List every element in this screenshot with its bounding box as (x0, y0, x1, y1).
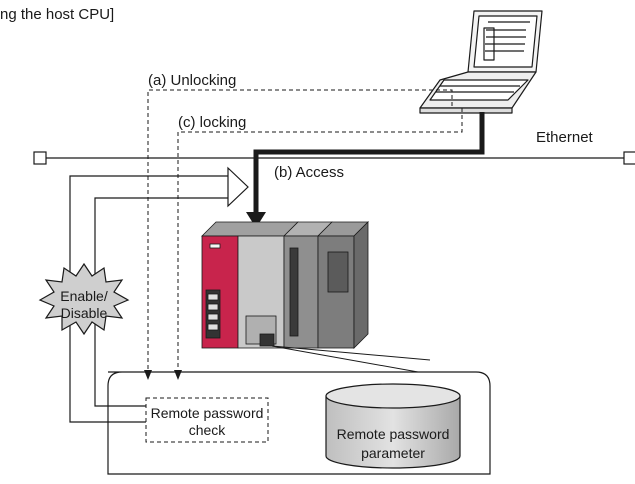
access-arrowhead (246, 212, 266, 228)
password-check-label: Remote password check (150, 405, 264, 438)
plc-cpu-module-icon (201, 221, 369, 349)
password-check-box (145, 397, 269, 443)
ethernet-label: Ethernet (536, 129, 593, 146)
unlocking-line (147, 89, 453, 375)
access-cable (253, 112, 485, 214)
unlocking-label: (a) Unlocking (148, 72, 237, 89)
locking-label: (c) locking (178, 114, 247, 131)
database-cylinder-icon (325, 383, 461, 469)
locking-line (177, 108, 463, 375)
ethernet-terminator-right (623, 151, 635, 165)
laptop-computer-icon (419, 10, 543, 114)
password-parameter-label: Remote password parameter (336, 426, 450, 461)
header-text: ng the host CPU] (0, 6, 115, 23)
ethernet-terminator-left (33, 151, 47, 165)
ethernet-line (33, 151, 635, 165)
access-label: (b) Access (274, 164, 345, 181)
enable-disable-label: Enable/ Disable (60, 288, 108, 321)
starburst-callout-icon (38, 262, 130, 336)
zoom-line-2 (271, 345, 431, 361)
cpu-detail-box (107, 371, 491, 475)
zoom-line-1 (271, 345, 419, 373)
